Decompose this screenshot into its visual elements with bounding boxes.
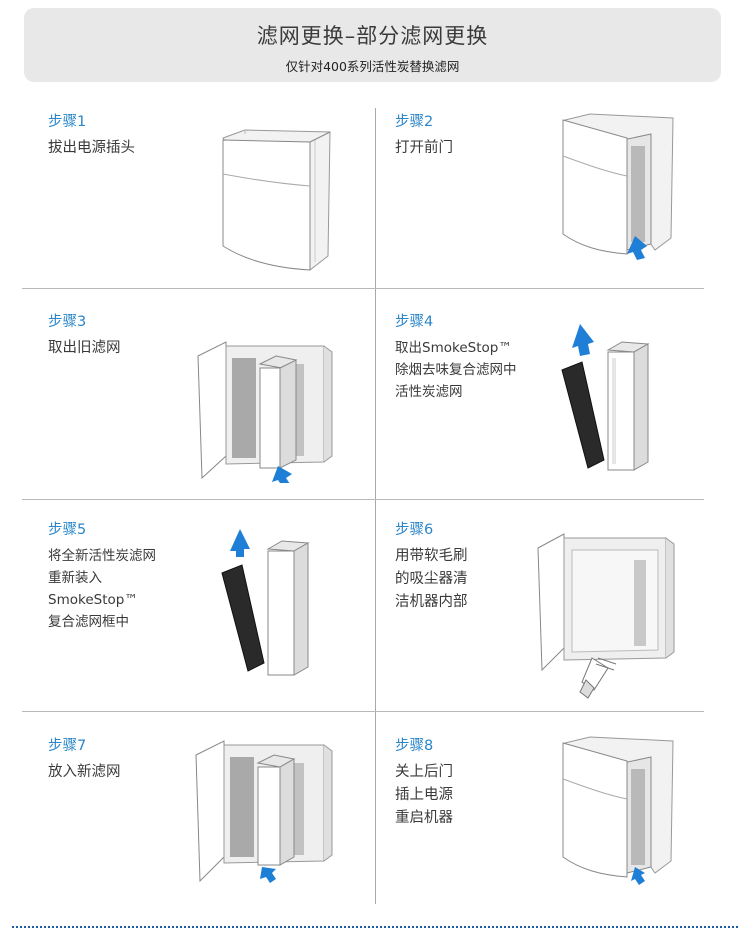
- insert-new-filter-illustration: [195, 740, 333, 883]
- close-door-restart-illustration: [562, 736, 674, 885]
- insert-new-carbon-filter-illustration: [221, 529, 310, 676]
- step-4-description: 取出SmokeStop™ 除烟去味复合滤网中 活性炭滤网: [395, 340, 517, 400]
- grid-divider-vertical: [375, 108, 376, 904]
- step-2: 步骤2 打开前门: [395, 113, 453, 160]
- step-7-description: 放入新滤网: [48, 764, 121, 780]
- step-6-description: 用带软毛刷 的吸尘器清 洁机器内部: [395, 548, 468, 610]
- air-purifier-door-open-illustration: [562, 113, 674, 260]
- step-1-label: 步骤1: [48, 114, 87, 130]
- step-7-label: 步骤7: [48, 738, 87, 754]
- step-3: 步骤3 取出旧滤网: [48, 313, 121, 360]
- step-4-label: 步骤4: [395, 314, 434, 330]
- page-title: 滤网更换–部分滤网更换: [256, 24, 489, 48]
- step-3-label: 步骤3: [48, 314, 87, 330]
- step-8-label: 步骤8: [395, 738, 434, 754]
- step-6: 步骤6 用带软毛刷 的吸尘器清 洁机器内部: [395, 521, 468, 614]
- step-8-description: 关上后门 插上电源 重启机器: [395, 764, 453, 826]
- page-header: 滤网更换–部分滤网更换 仅针对400系列活性炭替换滤网: [24, 8, 721, 82]
- footer-dotted-divider: [12, 926, 738, 928]
- grid-divider-row-1: [22, 288, 704, 289]
- step-2-label: 步骤2: [395, 114, 434, 130]
- step-1: 步骤1 拔出电源插头: [48, 113, 135, 160]
- step-3-description: 取出旧滤网: [48, 340, 121, 356]
- step-5: 步骤5 将全新活性炭滤网 重新装入 SmokeStop™ 复合滤网框中: [48, 521, 156, 633]
- step-7: 步骤7 放入新滤网: [48, 737, 121, 784]
- step-1-description: 拔出电源插头: [48, 140, 135, 156]
- step-8: 步骤8 关上后门 插上电源 重启机器: [395, 737, 453, 830]
- remove-old-filter-illustration: [197, 341, 333, 483]
- vacuum-clean-interior-illustration: [537, 533, 675, 699]
- air-purifier-closed-illustration: [222, 129, 331, 271]
- step-2-description: 打开前门: [395, 140, 453, 156]
- grid-divider-row-3: [22, 711, 704, 712]
- step-5-label: 步骤5: [48, 522, 87, 538]
- step-6-label: 步骤6: [395, 522, 434, 538]
- grid-divider-row-2: [22, 499, 704, 500]
- remove-carbon-filter-illustration: [561, 324, 650, 471]
- step-5-description: 将全新活性炭滤网 重新装入 SmokeStop™ 复合滤网框中: [48, 548, 156, 630]
- page-subtitle: 仅针对400系列活性炭替换滤网: [285, 59, 460, 74]
- step-4: 步骤4 取出SmokeStop™ 除烟去味复合滤网中 活性炭滤网: [395, 313, 517, 403]
